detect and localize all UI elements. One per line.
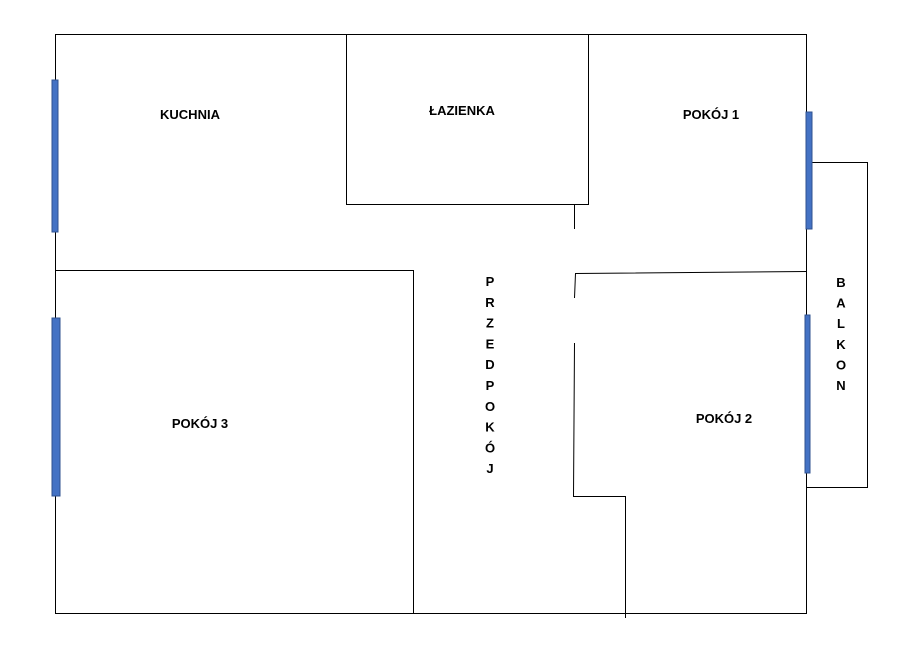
room2-top-wall xyxy=(574,271,807,299)
przedpokoj-letter: K xyxy=(485,420,495,435)
balkon-letter: B xyxy=(836,275,845,290)
przedpokoj-letter: Ó xyxy=(485,440,495,455)
room2-left-wall xyxy=(572,342,626,618)
przedpokoj-letter: O xyxy=(485,399,495,414)
przedpokoj-letter: J xyxy=(486,461,493,476)
room3-wall xyxy=(55,270,414,614)
room2-window xyxy=(804,314,811,474)
przedpokoj-letter: Z xyxy=(486,316,494,331)
balcony-wall xyxy=(806,162,868,488)
label-pokoj-3: POKÓJ 3 xyxy=(172,416,228,431)
balkon-letter: L xyxy=(837,316,845,331)
przedpokoj-letter: R xyxy=(485,295,495,310)
bathroom-wall xyxy=(346,34,589,205)
przedpokoj-letter: P xyxy=(486,378,495,393)
label-pokoj-2: POKÓJ 2 xyxy=(696,411,752,426)
label-lazienka: ŁAZIENKA xyxy=(429,103,495,118)
walls xyxy=(55,34,868,618)
przedpokoj-letter: D xyxy=(485,357,494,372)
balkon-letter: O xyxy=(836,357,846,372)
windows xyxy=(51,79,813,497)
balkon-letter: A xyxy=(836,296,846,311)
room-labels: KUCHNIA ŁAZIENKA POKÓJ 1 POKÓJ 2 POKÓJ 3 xyxy=(160,103,752,431)
label-kuchnia: KUCHNIA xyxy=(160,107,221,122)
balkon-letter: K xyxy=(836,337,846,352)
balkon-letter: N xyxy=(836,378,845,393)
room3-window xyxy=(51,317,61,497)
przedpokoj-letter: P xyxy=(486,274,495,289)
label-pokoj-1: POKÓJ 1 xyxy=(683,107,739,122)
przedpokoj-letter: E xyxy=(486,336,495,351)
room1-window xyxy=(805,111,813,230)
kitchen-window xyxy=(51,79,59,233)
